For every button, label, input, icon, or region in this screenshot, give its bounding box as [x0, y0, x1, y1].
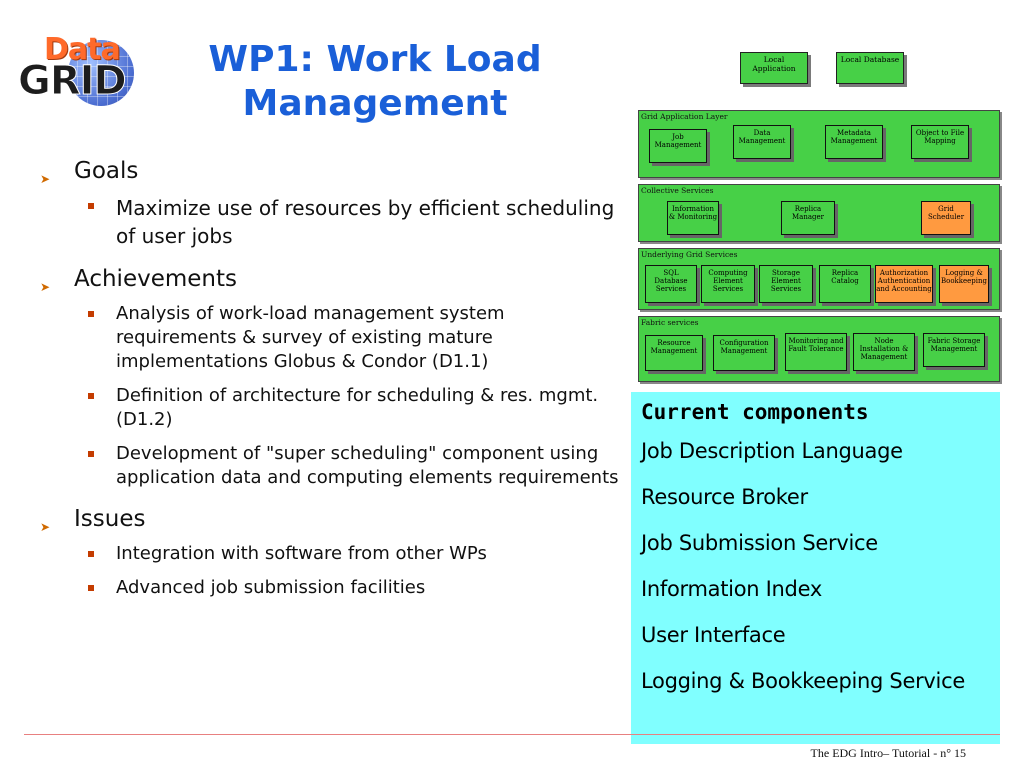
local-application-box: Local Application	[740, 52, 808, 84]
panel-heading: Current components	[641, 400, 869, 424]
arrow-bullet-icon: ➤	[40, 520, 51, 534]
component-box: Metadata Management	[825, 125, 883, 159]
panel-item: Resource Broker	[641, 485, 808, 509]
component-box: Storage Element Services	[759, 265, 813, 303]
component-box: Replica Manager	[781, 201, 835, 235]
layer-label: Collective Services	[641, 186, 714, 195]
slide-title: WP1: Work Load Management	[208, 39, 542, 124]
globe-icon	[68, 40, 134, 106]
component-box: Monitoring and Fault Tolerance	[785, 333, 847, 371]
bullet-content: ➤ Goals Maximize use of resources by eff…	[40, 156, 620, 614]
layer-collective-services: Collective Services Information & Monito…	[638, 184, 1000, 242]
component-box: Configuration Management	[713, 335, 775, 371]
square-bullet-icon	[88, 311, 94, 317]
square-bullet-icon	[88, 551, 94, 557]
architecture-diagram: Grid Application Layer Job Management Da…	[638, 110, 1000, 382]
slide-footer: The EDG Intro– Tutorial - n° 15	[810, 746, 966, 760]
issues-items: Integration with software from other WPs…	[74, 542, 620, 600]
section-heading: Issues	[74, 506, 146, 532]
component-box: Logging & Bookkeeping	[939, 265, 989, 303]
layer-underlying-grid-services: Underlying Grid Services SQL Database Se…	[638, 248, 1000, 310]
component-box: Object to File Mapping	[911, 125, 969, 159]
achievements-items: Analysis of work-load management system …	[74, 302, 620, 490]
list-item: Maximize use of resources by efficient s…	[74, 194, 620, 250]
arrow-bullet-icon: ➤	[40, 280, 51, 294]
layer-label: Grid Application Layer	[641, 112, 728, 121]
datagrid-logo: Data GRID	[14, 32, 154, 106]
component-box: SQL Database Services	[645, 265, 697, 303]
goals-items: Maximize use of resources by efficient s…	[74, 194, 620, 250]
component-box: Fabric Storage Management	[923, 333, 985, 367]
arrow-bullet-icon: ➤	[40, 172, 51, 186]
component-box: Job Management	[649, 129, 707, 163]
panel-item: Job Submission Service	[641, 531, 878, 555]
component-box: Replica Catalog	[819, 265, 871, 303]
item-text: Integration with software from other WPs	[116, 543, 487, 564]
item-text: Analysis of work-load management system …	[116, 303, 505, 372]
item-text: Development of "super scheduling" compon…	[116, 443, 619, 488]
layer-label: Fabric services	[641, 318, 699, 327]
component-box: Authorization Authentication and Account…	[875, 265, 933, 303]
section-goals: ➤ Goals	[40, 156, 620, 186]
component-box: Computing Element Services	[701, 265, 755, 303]
layer-label: Underlying Grid Services	[641, 250, 738, 259]
current-components-panel: Current components Job Description Langu…	[631, 392, 1000, 744]
logo-data-text: Data	[44, 32, 121, 67]
list-item: Definition of architecture for schedulin…	[74, 384, 620, 432]
section-heading: Goals	[74, 158, 139, 184]
layer-fabric-services: Fabric services Resource Management Conf…	[638, 316, 1000, 382]
panel-item: Information Index	[641, 577, 822, 601]
item-text: Maximize use of resources by efficient s…	[116, 196, 615, 248]
local-database-box: Local Database	[836, 52, 904, 84]
square-bullet-icon	[88, 585, 94, 591]
logo-grid-text: GRID	[18, 58, 128, 105]
panel-item: User Interface	[641, 623, 786, 647]
square-bullet-icon	[88, 203, 94, 209]
component-box: Information & Monitoring	[667, 201, 719, 235]
layer-grid-application: Grid Application Layer Job Management Da…	[638, 110, 1000, 178]
square-bullet-icon	[88, 393, 94, 399]
section-issues: ➤ Issues	[40, 504, 620, 534]
component-box: Node Installation & Management	[853, 333, 915, 371]
section-heading: Achievements	[74, 266, 237, 292]
panel-item: Logging & Bookkeeping Service	[641, 669, 965, 693]
square-bullet-icon	[88, 451, 94, 457]
component-box: Resource Management	[645, 335, 703, 371]
footer-divider	[24, 734, 1000, 735]
section-achievements: ➤ Achievements	[40, 264, 620, 294]
item-text: Definition of architecture for schedulin…	[116, 385, 599, 430]
component-box: Data Management	[733, 125, 791, 159]
component-box: Grid Scheduler	[921, 201, 971, 235]
list-item: Analysis of work-load management system …	[74, 302, 620, 374]
list-item: Integration with software from other WPs	[74, 542, 620, 566]
panel-item: Job Description Language	[641, 439, 903, 463]
list-item: Advanced job submission facilities	[74, 576, 620, 600]
item-text: Advanced job submission facilities	[116, 577, 426, 598]
list-item: Development of "super scheduling" compon…	[74, 442, 620, 490]
